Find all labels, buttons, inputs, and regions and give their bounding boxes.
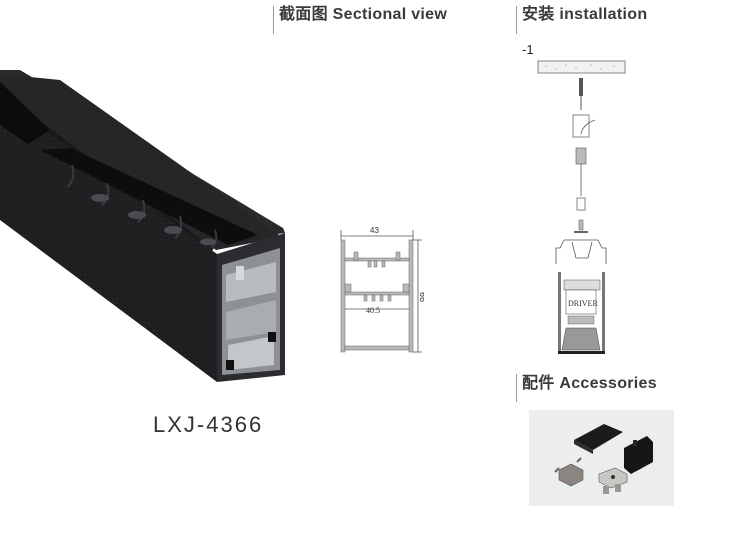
accessories-photo	[529, 410, 674, 506]
product-photo	[0, 70, 290, 390]
heading-divider	[516, 374, 517, 402]
sectional-view-heading: 截面图 Sectional view	[279, 6, 448, 23]
dim-width-inner: 40.5	[366, 306, 380, 315]
sectional-drawing: 43 40.5 66	[334, 222, 428, 356]
linear-light-profile-icon	[0, 70, 285, 382]
installation-step-label: -1	[522, 42, 534, 57]
heading-divider	[516, 6, 517, 34]
heading-divider	[273, 6, 274, 34]
suspension-install-icon: DRIVER	[537, 60, 626, 354]
dim-width-top: 43	[370, 226, 379, 235]
driver-label: DRIVER	[568, 299, 598, 308]
model-number: LXJ-4366	[153, 412, 264, 437]
cross-section-diagram: 43 40.5 66	[340, 226, 428, 353]
installation-heading: 安装 installation	[522, 6, 648, 23]
accessories-heading: 配件 Accessories	[522, 375, 657, 392]
end-caps-and-clips-icon	[554, 424, 653, 494]
dim-height: 66	[418, 292, 424, 302]
installation-diagram: DRIVER	[536, 58, 628, 358]
